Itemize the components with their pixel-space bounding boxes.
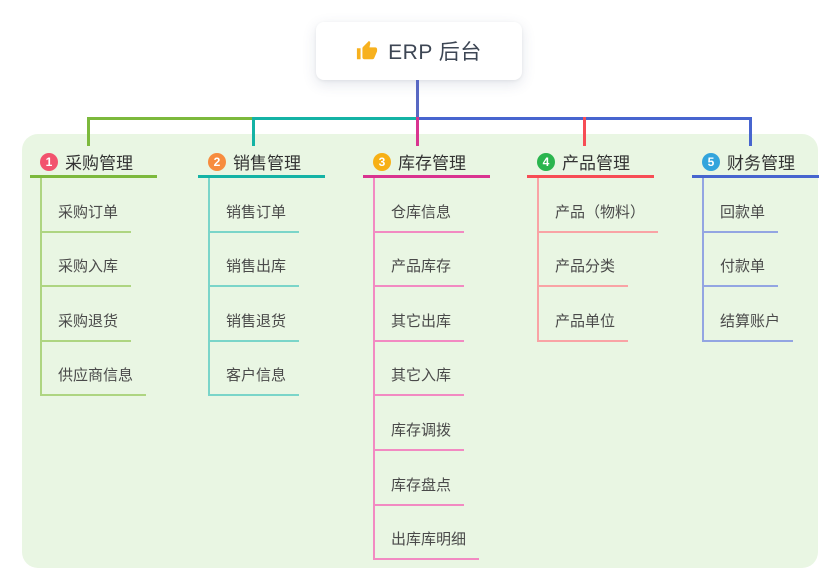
child-node[interactable]: 产品分类 xyxy=(539,233,629,288)
branch-children: 产品（物料） 产品分类产品单位 xyxy=(537,178,659,342)
child-node-label: 结算账户 xyxy=(720,312,781,330)
bus-segment-2 xyxy=(253,117,419,120)
child-node-label: 采购退货 xyxy=(58,312,119,330)
branch-title-label: 销售管理 xyxy=(233,154,301,173)
branch-title-label: 财务管理 xyxy=(727,154,795,173)
bus-segment-1 xyxy=(88,117,254,120)
child-node[interactable]: 库存调拨 xyxy=(375,396,465,451)
child-node[interactable]: 其它出库 xyxy=(375,287,465,342)
child-node-label: 其它入库 xyxy=(391,367,452,385)
child-node-label: 回款单 xyxy=(720,203,766,221)
child-node-label: 采购入库 xyxy=(58,258,119,276)
child-node-label: 产品分类 xyxy=(555,258,616,276)
child-node-label: 产品单位 xyxy=(555,312,616,330)
child-node[interactable]: 销售出库 xyxy=(210,233,300,288)
child-node-label: 产品（物料） xyxy=(555,203,646,221)
child-node[interactable]: 产品（物料） xyxy=(539,178,659,233)
branch-number-badge: 5 xyxy=(702,152,720,171)
child-node[interactable]: 其它入库 xyxy=(375,342,465,397)
child-node[interactable]: 客户信息 xyxy=(210,342,300,397)
child-node-label: 产品库存 xyxy=(391,258,452,276)
child-node-label: 其它出库 xyxy=(391,312,452,330)
branch-children: 销售订单销售出库销售退货客户信息 xyxy=(208,178,325,397)
child-node[interactable]: 采购入库 xyxy=(42,233,132,288)
branch-title-label: 采购管理 xyxy=(65,154,133,173)
child-node-label: 仓库信息 xyxy=(391,203,452,221)
branch-number-badge: 4 xyxy=(537,152,555,171)
branch-drop-line-3 xyxy=(416,117,419,146)
child-node-label: 客户信息 xyxy=(226,367,287,385)
branch-children: 仓库信息产品库存其它出库其它入库库存调拨库存盘点出库库明细 xyxy=(373,178,490,561)
child-node-label: 供应商信息 xyxy=(58,367,134,385)
root-connector-line xyxy=(416,80,419,119)
branch-5: 5 财务管理回款单付款单结算账户 xyxy=(692,148,819,342)
branch-title[interactable]: 3 库存管理 xyxy=(363,148,490,178)
branch-title[interactable]: 2 销售管理 xyxy=(198,148,325,178)
branch-4: 4 产品管理产品（物料） 产品分类产品单位 xyxy=(527,148,659,342)
branch-3: 3 库存管理仓库信息产品库存其它出库其它入库库存调拨库存盘点出库库明细 xyxy=(363,148,490,561)
branch-children: 回款单付款单结算账户 xyxy=(702,178,819,342)
child-node-label: 付款单 xyxy=(720,258,766,276)
branch-2: 2 销售管理销售订单销售出库销售退货客户信息 xyxy=(198,148,325,397)
child-node-label: 销售出库 xyxy=(226,258,287,276)
child-node-label: 销售退货 xyxy=(226,312,287,330)
child-node-label: 库存盘点 xyxy=(391,476,452,494)
branch-1: 1 采购管理采购订单采购入库采购退货供应商信息 xyxy=(30,148,157,397)
branch-title-label: 产品管理 xyxy=(562,154,630,173)
child-node[interactable]: 库存盘点 xyxy=(375,451,465,506)
branch-number-badge: 1 xyxy=(40,152,58,171)
child-node[interactable]: 产品单位 xyxy=(539,287,629,342)
branch-title[interactable]: 4 产品管理 xyxy=(527,148,654,178)
child-node[interactable]: 销售订单 xyxy=(210,178,300,233)
child-node[interactable]: 付款单 xyxy=(704,233,779,288)
root-node[interactable]: ERP 后台 xyxy=(316,22,522,80)
branch-number-badge: 3 xyxy=(373,152,391,171)
branch-drop-line-5 xyxy=(749,117,752,146)
child-node[interactable]: 采购订单 xyxy=(42,178,132,233)
child-node-label: 采购订单 xyxy=(58,203,119,221)
branch-title[interactable]: 5 财务管理 xyxy=(692,148,819,178)
child-node[interactable]: 销售退货 xyxy=(210,287,300,342)
child-node[interactable]: 仓库信息 xyxy=(375,178,465,233)
child-node[interactable]: 回款单 xyxy=(704,178,779,233)
branch-children: 采购订单采购入库采购退货供应商信息 xyxy=(40,178,157,397)
branch-drop-line-2 xyxy=(252,117,255,146)
child-node[interactable]: 供应商信息 xyxy=(42,342,147,397)
branch-drop-line-1 xyxy=(87,117,90,146)
child-node-label: 出库库明细 xyxy=(391,531,467,549)
child-node[interactable]: 产品库存 xyxy=(375,233,465,288)
branch-title-label: 库存管理 xyxy=(398,154,466,173)
branches-panel xyxy=(22,134,818,568)
child-node-label: 库存调拨 xyxy=(391,421,452,439)
branch-title[interactable]: 1 采购管理 xyxy=(30,148,157,178)
thumbs-up-icon xyxy=(357,40,378,60)
child-node[interactable]: 结算账户 xyxy=(704,287,794,342)
branch-number-badge: 2 xyxy=(208,152,226,171)
child-node[interactable]: 出库库明细 xyxy=(375,506,480,561)
child-node[interactable]: 采购退货 xyxy=(42,287,132,342)
root-node-label: ERP 后台 xyxy=(388,41,482,64)
child-node-label: 销售订单 xyxy=(226,203,287,221)
branch-drop-line-4 xyxy=(583,117,586,146)
